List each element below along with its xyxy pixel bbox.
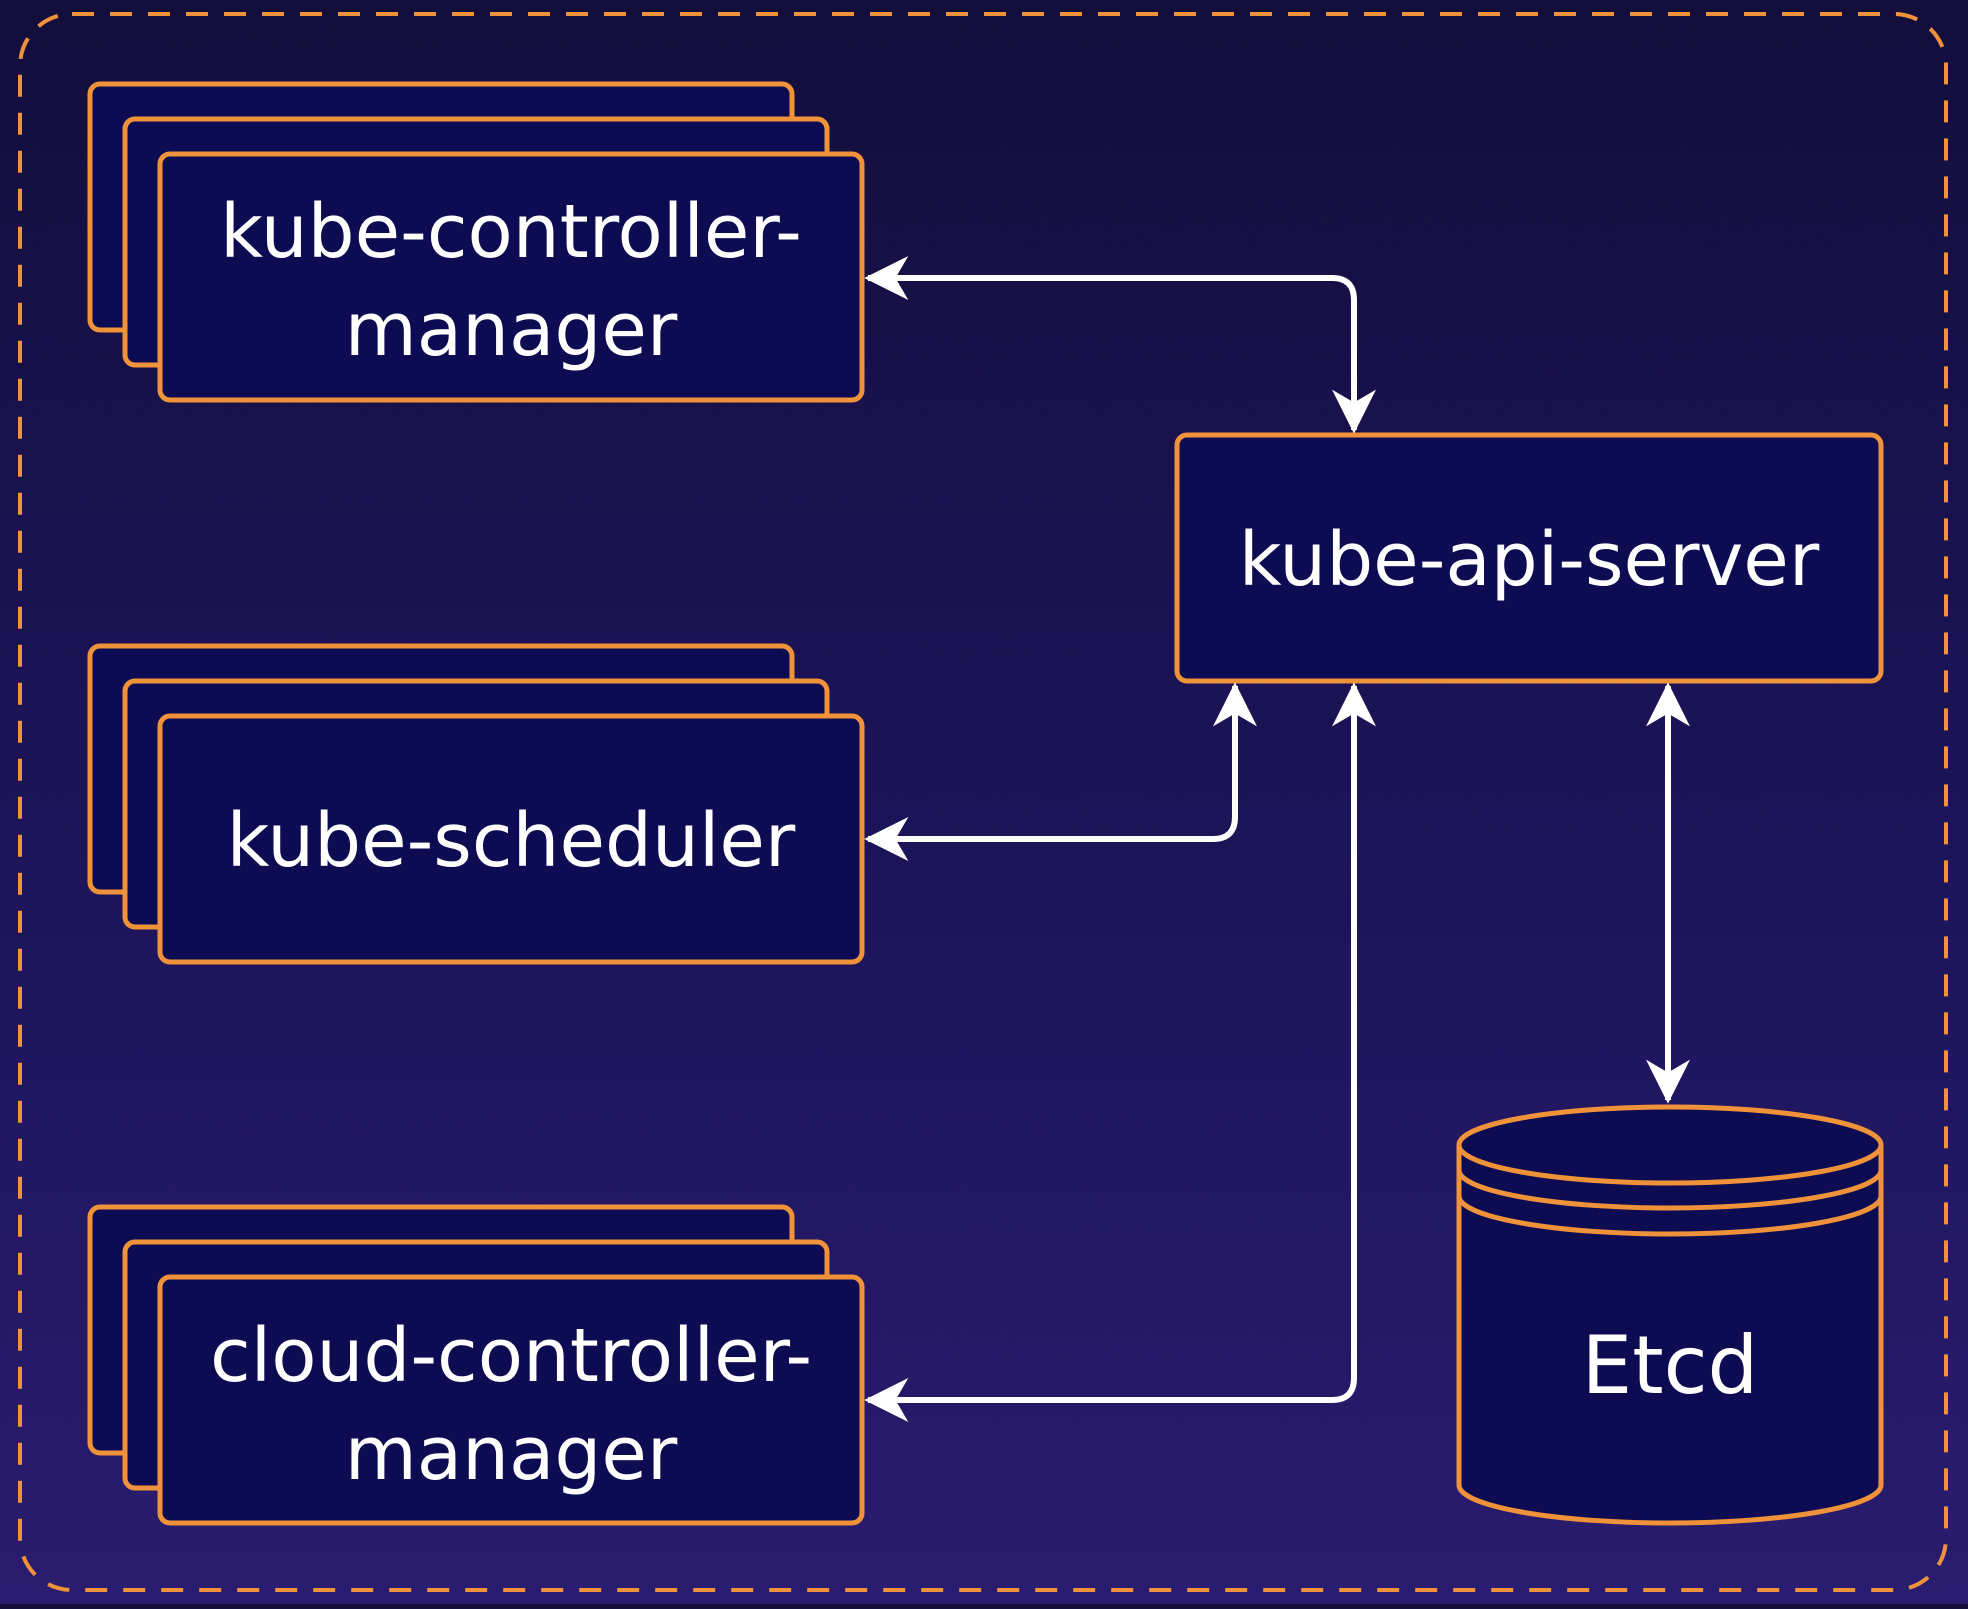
cloud-controller-manager-label-line2: manager xyxy=(345,1411,678,1497)
kube-controller-manager-box[interactable] xyxy=(157,151,865,403)
kube-api-server-box[interactable] xyxy=(1174,432,1884,684)
kube-scheduler-box[interactable] xyxy=(157,713,865,965)
connector-scheduler-to-api-server xyxy=(864,682,1257,861)
kube-controller-manager-stack[interactable]: kube-controller- manager xyxy=(87,81,865,403)
cloud-controller-manager-box[interactable] xyxy=(157,1274,865,1526)
kube-api-server-label: kube-api-server xyxy=(1239,517,1820,603)
control-plane-boundary xyxy=(18,12,1948,1592)
etcd-label: Etcd xyxy=(1582,1319,1759,1412)
cloud-controller-manager-stack[interactable]: cloud-controller- manager xyxy=(87,1204,865,1526)
kube-api-server-node[interactable]: kube-api-server xyxy=(1174,432,1884,684)
connector-controller-manager-to-api-server xyxy=(864,256,1376,434)
etcd-database-icon[interactable]: Etcd xyxy=(1456,1104,1884,1526)
etcd-cylinder-top xyxy=(1456,1104,1884,1186)
kube-scheduler-label: kube-scheduler xyxy=(227,798,796,884)
kube-scheduler-stack[interactable]: kube-scheduler xyxy=(87,643,865,965)
etcd-cylinder-body xyxy=(1456,1145,1884,1526)
cloud-controller-manager-label-line1: cloud-controller- xyxy=(210,1313,812,1399)
etcd-ring-1 xyxy=(1456,1169,1884,1211)
connector-cloud-controller-manager-to-api-server xyxy=(864,682,1376,1422)
kube-controller-manager-label-line2: manager xyxy=(345,287,678,373)
etcd-ring-2 xyxy=(1456,1195,1884,1237)
kube-controller-manager-label-line1: kube-controller- xyxy=(220,189,802,275)
